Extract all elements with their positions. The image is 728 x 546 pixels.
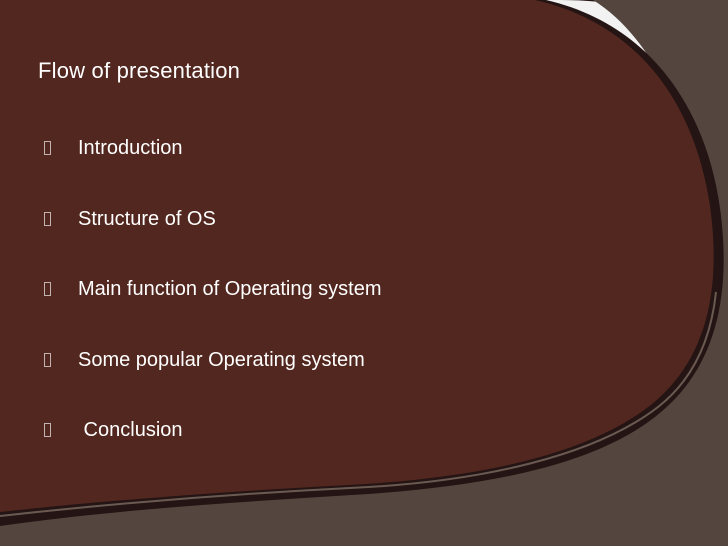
lower-light-border [0, 291, 717, 517]
bullet-square-icon [44, 211, 51, 226]
bullet-square-icon [44, 423, 51, 437]
list-item-label: Some popular Operating system [78, 348, 365, 371]
bullet-square-icon [44, 352, 51, 367]
list-item-label: Introduction [78, 137, 183, 159]
list-item-label: Structure of OS [78, 207, 216, 230]
bullet-square-icon [44, 141, 51, 155]
bullet-square-icon [44, 282, 51, 296]
slide-title: Flow of presentation [38, 58, 241, 83]
list-item-label: Main function of Operating system [78, 278, 382, 300]
list-item-label: Conclusion [78, 419, 183, 441]
main-content-panel [0, 0, 714, 512]
